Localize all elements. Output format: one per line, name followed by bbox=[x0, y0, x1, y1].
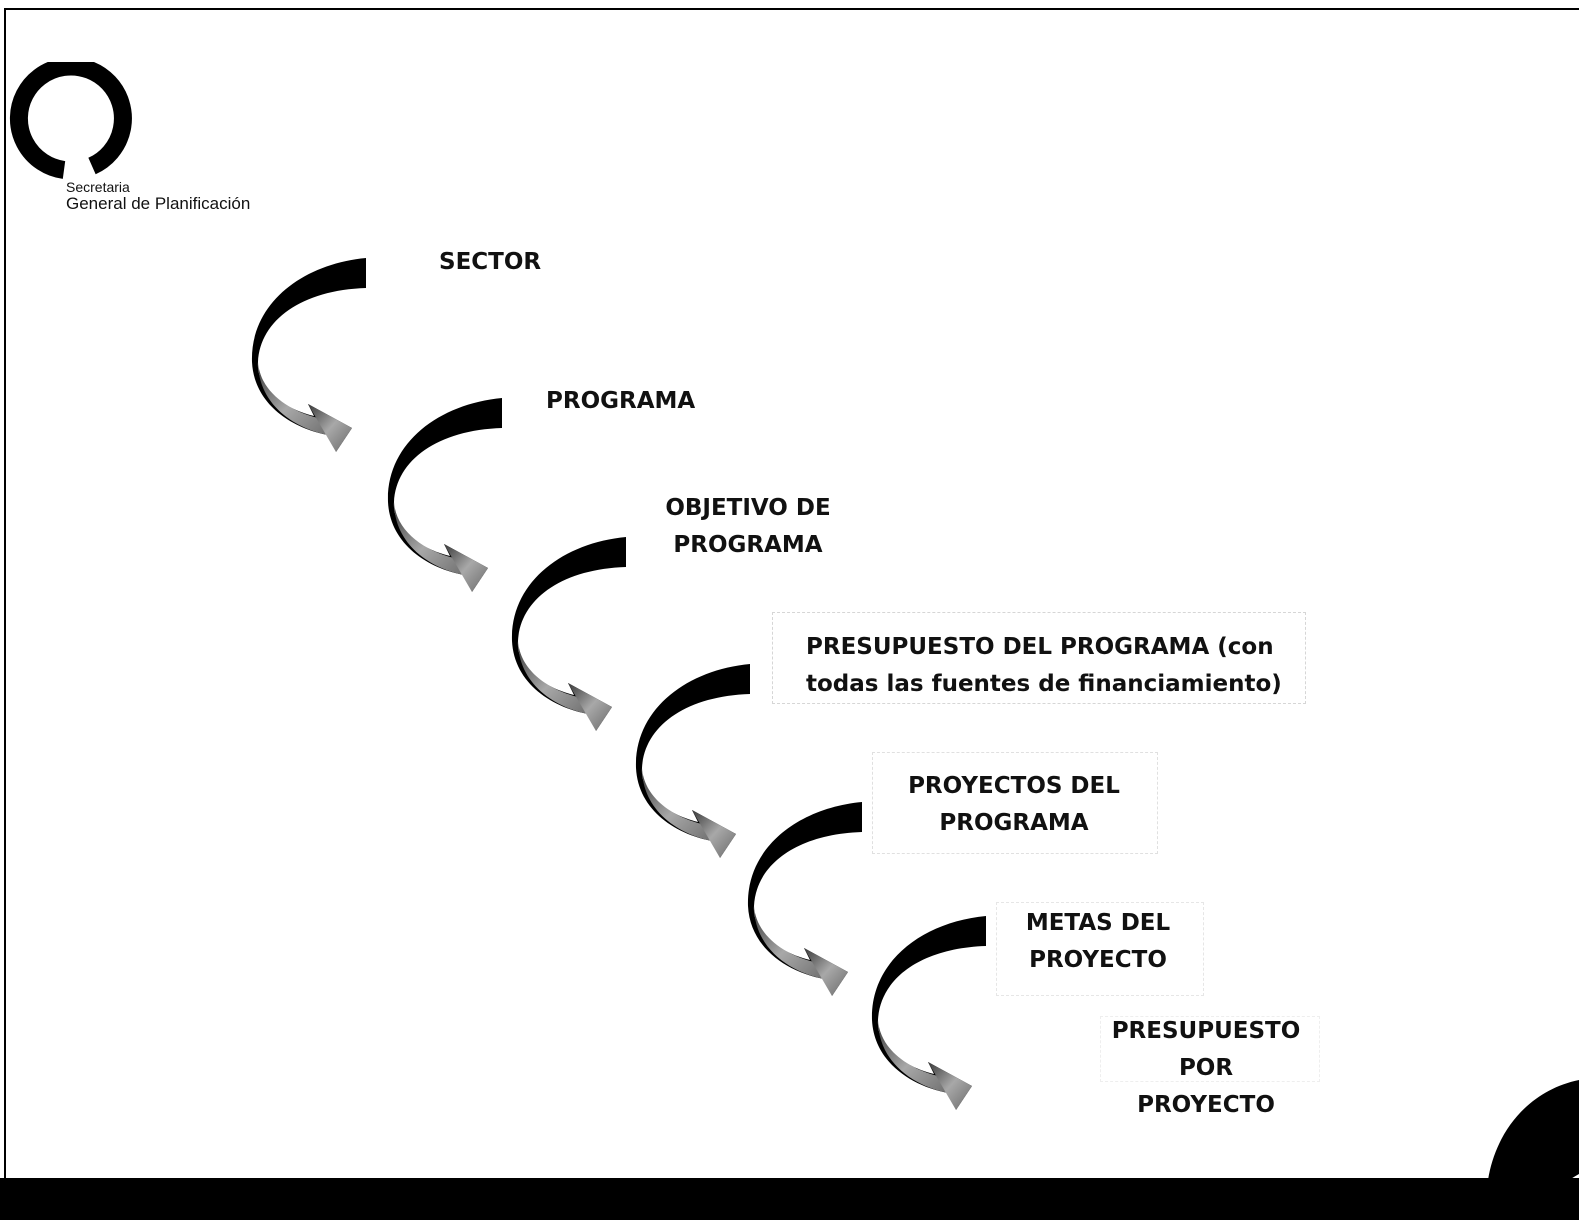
logo-org-name: Secretaria General de Planificación bbox=[66, 180, 250, 212]
label-box-presupuesto-proyecto bbox=[1100, 1016, 1320, 1082]
step-label-line: todas las fuentes de financiamiento) bbox=[806, 671, 1282, 697]
step-label-line: PROYECTO bbox=[1029, 947, 1167, 973]
step-label-presupuesto-proyecto: PRESUPUESTO POR PROYECTO bbox=[1106, 1013, 1306, 1124]
arrow-2 bbox=[387, 398, 502, 592]
frame-left-border bbox=[4, 8, 6, 1183]
step-label-line: PROGRAMA bbox=[673, 532, 823, 558]
step-label-line: PROGRAMA bbox=[546, 388, 696, 414]
step-label-objetivo: OBJETIVO DE PROGRAMA bbox=[650, 490, 846, 564]
step-label-programa: PROGRAMA bbox=[546, 383, 695, 420]
corner-decoration-icon bbox=[1486, 1080, 1579, 1220]
step-label-line: PROYECTO bbox=[1137, 1092, 1275, 1118]
step-label-line: PROYECTOS DEL bbox=[908, 773, 1120, 799]
logo-org-line2: General de Planificación bbox=[66, 194, 251, 213]
step-label-line: PRESUPUESTO bbox=[1111, 1018, 1301, 1044]
step-label-presupuesto-programa: PRESUPUESTO DEL PROGRAMA (con todas las … bbox=[806, 629, 1282, 703]
step-label-line: PROGRAMA bbox=[939, 810, 1089, 836]
step-label-metas: METAS DEL PROYECTO bbox=[1018, 905, 1178, 979]
arrow-5 bbox=[747, 802, 862, 996]
arrow-4 bbox=[635, 664, 750, 858]
footer-bar bbox=[0, 1178, 1579, 1220]
arrow-3 bbox=[511, 537, 626, 731]
step-label-line: PRESUPUESTO DEL PROGRAMA (con bbox=[806, 634, 1274, 660]
step-label-sector: SECTOR bbox=[439, 244, 541, 281]
step-label-line: METAS DEL bbox=[1025, 910, 1171, 936]
frame-top-border bbox=[4, 8, 1579, 10]
step-label-line: SECTOR bbox=[439, 249, 542, 275]
step-label-line: OBJETIVO DE bbox=[665, 495, 831, 521]
step-label-line: POR bbox=[1178, 1055, 1234, 1081]
label-box-proyectos bbox=[872, 752, 1158, 854]
label-box-metas bbox=[996, 902, 1204, 996]
label-box-presupuesto-programa bbox=[772, 612, 1306, 704]
arrow-6 bbox=[871, 916, 986, 1110]
arrow-1 bbox=[251, 258, 366, 452]
logo-org-line1: Secretaria bbox=[66, 179, 130, 195]
secretaria-logo-icon bbox=[9, 62, 132, 179]
step-label-proyectos: PROYECTOS DEL PROGRAMA bbox=[894, 768, 1134, 842]
